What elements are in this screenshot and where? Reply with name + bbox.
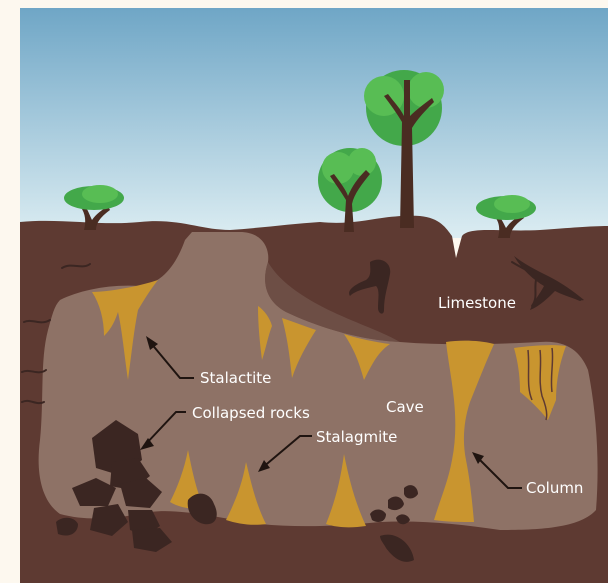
label-stalactite: Stalactite <box>200 369 271 387</box>
label-stalagmite: Stalagmite <box>316 428 397 446</box>
label-limestone: Limestone <box>438 294 516 312</box>
label-cave: Cave <box>386 398 424 416</box>
label-collapsed-rocks: Collapsed rocks <box>192 404 310 422</box>
label-column: Column <box>526 479 583 497</box>
